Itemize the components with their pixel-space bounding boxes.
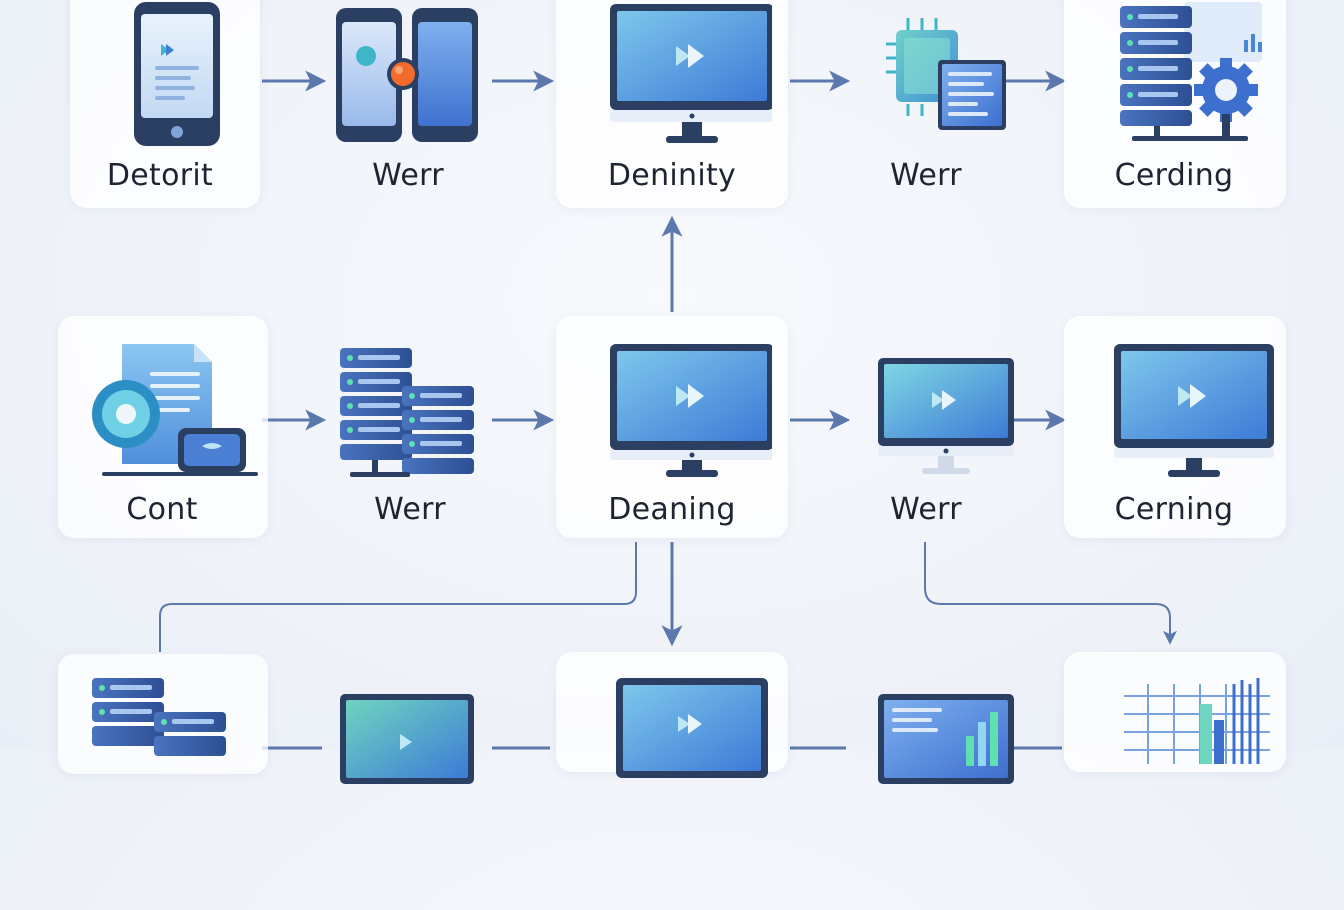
monitor-icon [572,676,772,826]
two-phones-icon [308,0,508,150]
monitor-icon [572,334,772,484]
node-label: Cerning [1114,492,1234,527]
node-label: Werr [372,158,444,193]
chart-grid-icon [1074,674,1274,824]
node-n9[interactable]: Werr [806,334,1046,554]
node-n4[interactable]: Werr [806,0,1046,220]
node-n1[interactable]: Detorit [40,0,280,220]
edge-n8-n11 [159,542,637,652]
server-rack-icon [62,674,262,824]
chip-and-document-icon [826,0,1026,150]
smartphone-icon [60,0,260,150]
server-gear-icon [1074,0,1274,150]
document-disc-icon [62,334,262,484]
dashboard-monitor-icon [826,690,1026,840]
node-n3[interactable]: Deninity [552,0,792,220]
node-label: Deaning [608,492,736,527]
node-n13[interactable] [552,676,792,896]
node-n10[interactable]: Cerning [1054,334,1294,554]
node-n15[interactable] [1054,674,1294,894]
node-n14[interactable] [806,690,1046,910]
node-n7[interactable]: Werr [290,334,530,554]
node-label: Werr [890,158,962,193]
monitor-icon [826,334,1026,484]
node-label: Werr [890,492,962,527]
monitor-icon [1074,334,1274,484]
node-n12[interactable] [290,690,530,910]
edge-n9-n15 [924,542,1177,645]
monitor-icon [310,690,510,840]
node-n2[interactable]: Werr [288,0,528,220]
node-label: Deninity [607,158,737,193]
node-label: Cont [126,492,198,527]
node-n5[interactable]: Cerding [1054,0,1294,220]
node-label: Detorit [106,158,214,193]
monitor-icon [572,0,772,150]
node-n6[interactable]: Cont [42,334,282,554]
node-n11[interactable] [42,674,282,894]
node-label: Werr [374,492,446,527]
node-label: Cerding [1114,158,1234,193]
node-n8[interactable]: Deaning [552,334,792,554]
server-rack-icon [310,334,510,484]
